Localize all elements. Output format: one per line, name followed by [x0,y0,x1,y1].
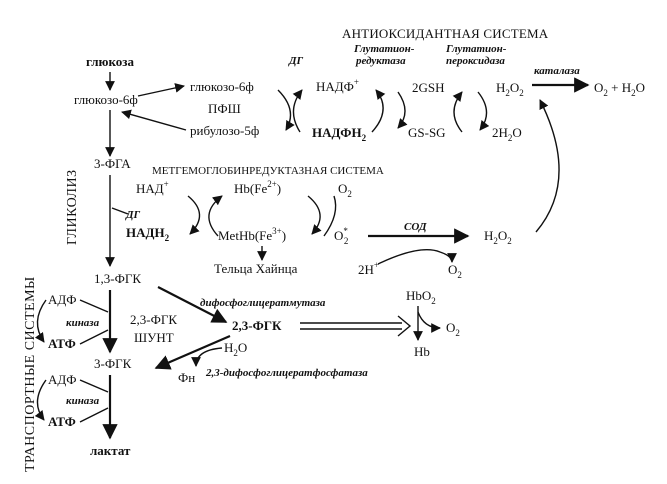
ppp-coupling-arc-left [277,89,295,131]
nadp-label: НАДФ+ [316,77,359,94]
nadph-label: НАДФН2 [312,125,367,143]
h2o-label: H2O [224,340,247,358]
kinase-2-arc [34,379,47,421]
ppp-label: ПФШ [208,101,241,116]
phosphatase-arrow [154,334,231,370]
kinase-1-arc [34,299,47,343]
bpg13-label: 1,3-ФГК [94,271,141,286]
catalase-label: каталаза [534,65,580,77]
two-h2o-label: 2H2O [492,125,522,143]
glucose-label: глюкоза [86,54,135,69]
kinase-1-link-top [79,299,109,313]
fga-label: 3-ФГА [94,156,131,171]
gp-enzyme-line1: Глутатион- [445,43,507,55]
nadh-coupling-arc-left [187,195,201,235]
dehydrogenase-1-label: ДГ [288,55,304,67]
hb-o2-arc-left [307,195,322,235]
g6p-to-ppp-arrow [137,83,185,97]
shunt-label: ШУНТ [134,330,174,345]
g6p-label: глюкозо-6ф [74,92,138,107]
bpg23-shunt-label: 2,3-ФГК [130,312,177,327]
pg3-label: 3-ФГК [94,356,132,371]
hbo2-label: HbO2 [406,288,436,306]
o2-hb-label: O2 [446,320,460,338]
kinase-1-link-bottom [79,329,109,345]
o2-bottom-label: O2 [448,262,462,280]
mutase-label: дифосфоглицератмутаза [200,297,326,309]
bpg23-label: 2,3-ФГК [232,318,282,333]
h2o-to-fn-arrow [191,347,223,367]
o2-release-arrow [417,311,441,333]
adp-2-label: АДФ [48,372,77,387]
mutase-arrow [157,286,228,323]
glycolysis-label: ГЛИКОЛИЗ [65,169,80,245]
nadh-coupling-arc-right [208,195,223,237]
gp-coupling-arc-left [452,91,463,133]
gssg-label: GS-SG [408,125,446,140]
o2-label: O2 [338,181,352,199]
kinase-2-label: киназа [66,395,100,407]
kinase-1-label: киназа [66,317,100,329]
gp-coupling-arc-right [477,91,490,131]
hb-fe2-label: Hb(Fe2+) [234,179,281,196]
atp-2-label: АТФ [48,414,76,429]
gr-enzyme-line2: редуктаза [355,55,406,67]
gsh-label: 2GSH [412,80,445,95]
hb-label: Hb [414,344,430,359]
inorganic-phosphate-label: Фн [178,370,195,385]
transport-systems-label: ТРАНСПОРТНЫЕ СИСТЕМЫ [23,276,38,472]
sod-label: СОД [404,221,427,233]
gp-enzyme-line2: пероксидаза [446,55,505,67]
gr-coupling-arc-left [371,89,386,133]
nadh-label: НАДН2 [126,225,170,243]
h2o2-mid-label: H2O2 [484,228,512,246]
lactate-label: лактат [90,443,131,458]
h2o2-top-label: H2O2 [496,80,524,98]
o2-h2o-label: O2 + H2O [594,80,645,98]
antioxidant-title: АНТИОКСИДАНТНАЯ СИСТЕМА [342,26,549,41]
ribulose-label: рибулозо-5ф [190,123,259,138]
heinz-bodies-label: Тельца Хайнца [214,261,298,276]
kinase-2-link-top [79,379,109,393]
dehydrogenase-2-label: ДГ [125,209,141,221]
bpg-hb-double-arrowhead [397,315,412,337]
methb-label: MetHb(Fe3+) [218,226,286,243]
two-h-plus-label: 2H+ [358,260,379,277]
sod-side-arrow [377,249,457,265]
gr-coupling-arc-right [397,91,408,129]
methb-reductase-title: МЕТГЕМОГЛОБИНРЕДУКТАЗНАЯ СИСТЕМА [152,165,384,177]
hb-o2-arc-right [323,195,337,237]
nad-label: НАД+ [136,179,169,196]
superoxide-label: O*2 [334,226,348,246]
h2o2-recycle-arrow [535,99,560,233]
kinase-2-link-bottom [79,407,109,423]
nad-branch-line [111,207,129,215]
gr-enzyme-line1: Глутатион- [353,43,415,55]
adp-1-label: АДФ [48,292,77,307]
ppp-coupling-arc-right [292,89,303,133]
atp-1-label: АТФ [48,336,76,351]
ribulose-return-arrow [121,109,187,131]
phosphatase-label: 2,3-дифосфоглицератфосфатаза [205,367,368,379]
g6p-ppp-label: глюкозо-6ф [190,79,254,94]
